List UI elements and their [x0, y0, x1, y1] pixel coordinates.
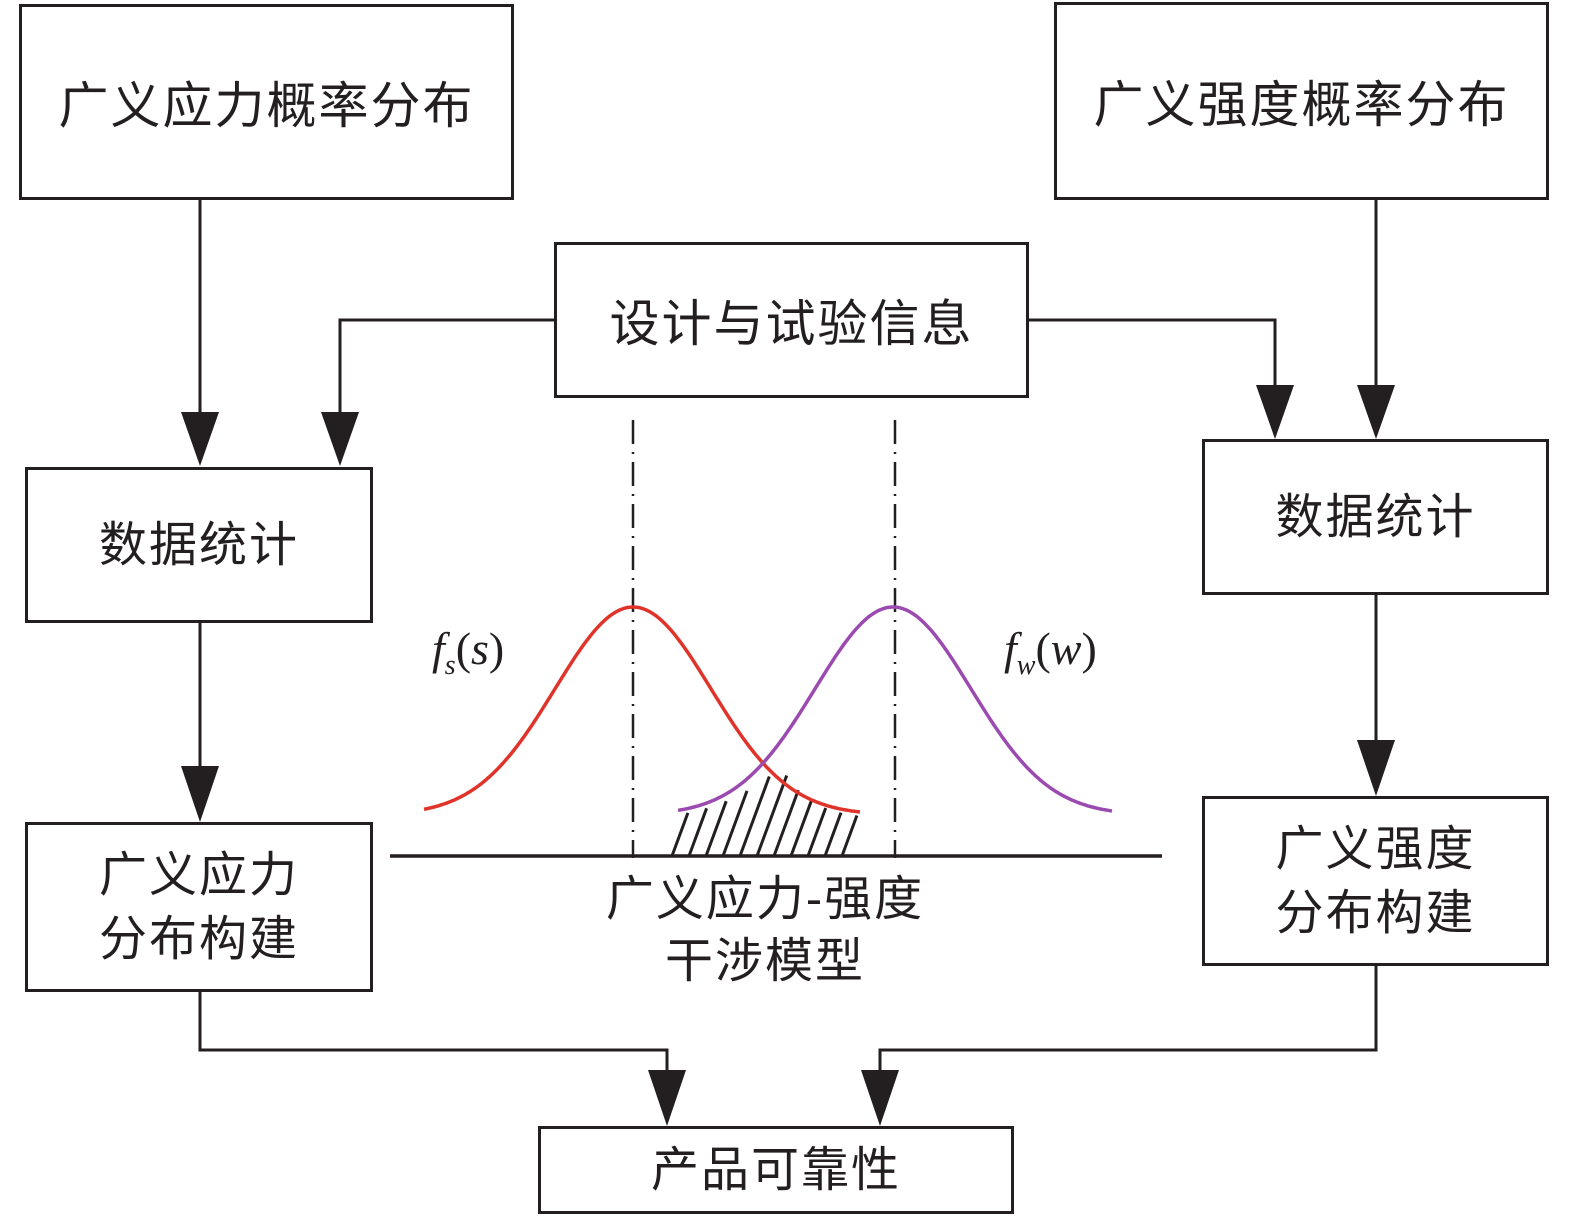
design-test-info-box: 设计与试验信息 — [554, 242, 1029, 398]
func-subscript: w — [1016, 650, 1036, 681]
func-arg: w — [1050, 623, 1082, 674]
box-label: 设计与试验信息 — [609, 295, 974, 353]
strength-probability-distribution-box: 广义强度概率分布 — [1054, 2, 1549, 200]
stress-pdf-label: fs(s) — [432, 622, 504, 682]
func-symbol: f — [432, 623, 445, 674]
strength-pdf-curve — [677, 605, 1113, 813]
product-reliability-box: 产品可靠性 — [538, 1126, 1014, 1214]
stress-distribution-build-box: 广义应力 分布构建 — [25, 822, 373, 992]
hatch-line — [687, 807, 709, 857]
model-label-line1: 广义应力-强度 — [605, 871, 925, 927]
func-arg: s — [471, 623, 489, 674]
arrowhead — [648, 1070, 686, 1126]
box-label: 数据统计 — [1275, 489, 1476, 545]
arrowhead — [861, 1070, 899, 1126]
data-statistics-left-box: 数据统计 — [25, 467, 373, 623]
overlap-hatching — [670, 774, 859, 857]
interference-plot — [390, 420, 1162, 858]
box-label: 广义应力概率分布 — [58, 77, 475, 135]
arrowhead — [321, 412, 359, 466]
box-label: 产品可靠性 — [650, 1142, 901, 1198]
hatch-line — [670, 812, 690, 857]
box-label-line2: 分布构建 — [1275, 885, 1476, 941]
hatch-line — [789, 800, 813, 857]
edge-strength-build-to-reliability — [878, 963, 1378, 1070]
stress-pdf-curve — [423, 605, 861, 814]
arrowhead — [1256, 385, 1294, 439]
hatch-line — [704, 800, 728, 857]
box-label-line2: 分布构建 — [98, 911, 299, 967]
arrowhead — [1357, 740, 1395, 796]
stress-probability-distribution-box: 广义应力概率分布 — [19, 4, 514, 200]
strength-distribution-build-box: 广义强度 分布构建 — [1202, 796, 1549, 966]
hatch-line — [772, 789, 800, 857]
hatch-line — [755, 774, 789, 857]
box-label-line1: 广义应力 — [98, 847, 299, 903]
paren: ) — [1081, 623, 1097, 674]
hatch-line — [823, 812, 843, 857]
arrowhead — [1357, 385, 1395, 439]
box-label: 数据统计 — [98, 517, 299, 573]
edge-stress-build-to-reliability — [198, 990, 669, 1070]
strength-pdf-label: fw(w) — [1004, 622, 1097, 682]
box-label-line1: 广义强度 — [1275, 821, 1476, 877]
arrowhead — [181, 766, 219, 822]
paren: ( — [455, 623, 472, 674]
box-label: 广义强度概率分布 — [1093, 76, 1510, 134]
interference-model-label: 广义应力-强度 干涉模型 — [580, 868, 950, 992]
edge-info-to-right-stats — [1027, 318, 1277, 385]
hatch-line — [840, 814, 859, 857]
model-label-line2: 干涉模型 — [664, 933, 865, 989]
hatch-line — [738, 775, 771, 857]
hatch-line — [806, 807, 828, 857]
edge-info-to-left-stats — [338, 318, 555, 412]
paren: ( — [1035, 623, 1051, 674]
data-statistics-right-box: 数据统计 — [1202, 439, 1549, 595]
func-symbol: f — [1004, 623, 1017, 674]
hatch-line — [721, 790, 749, 857]
paren: ) — [488, 623, 505, 674]
arrowhead — [181, 412, 219, 466]
func-subscript: s — [444, 650, 456, 681]
